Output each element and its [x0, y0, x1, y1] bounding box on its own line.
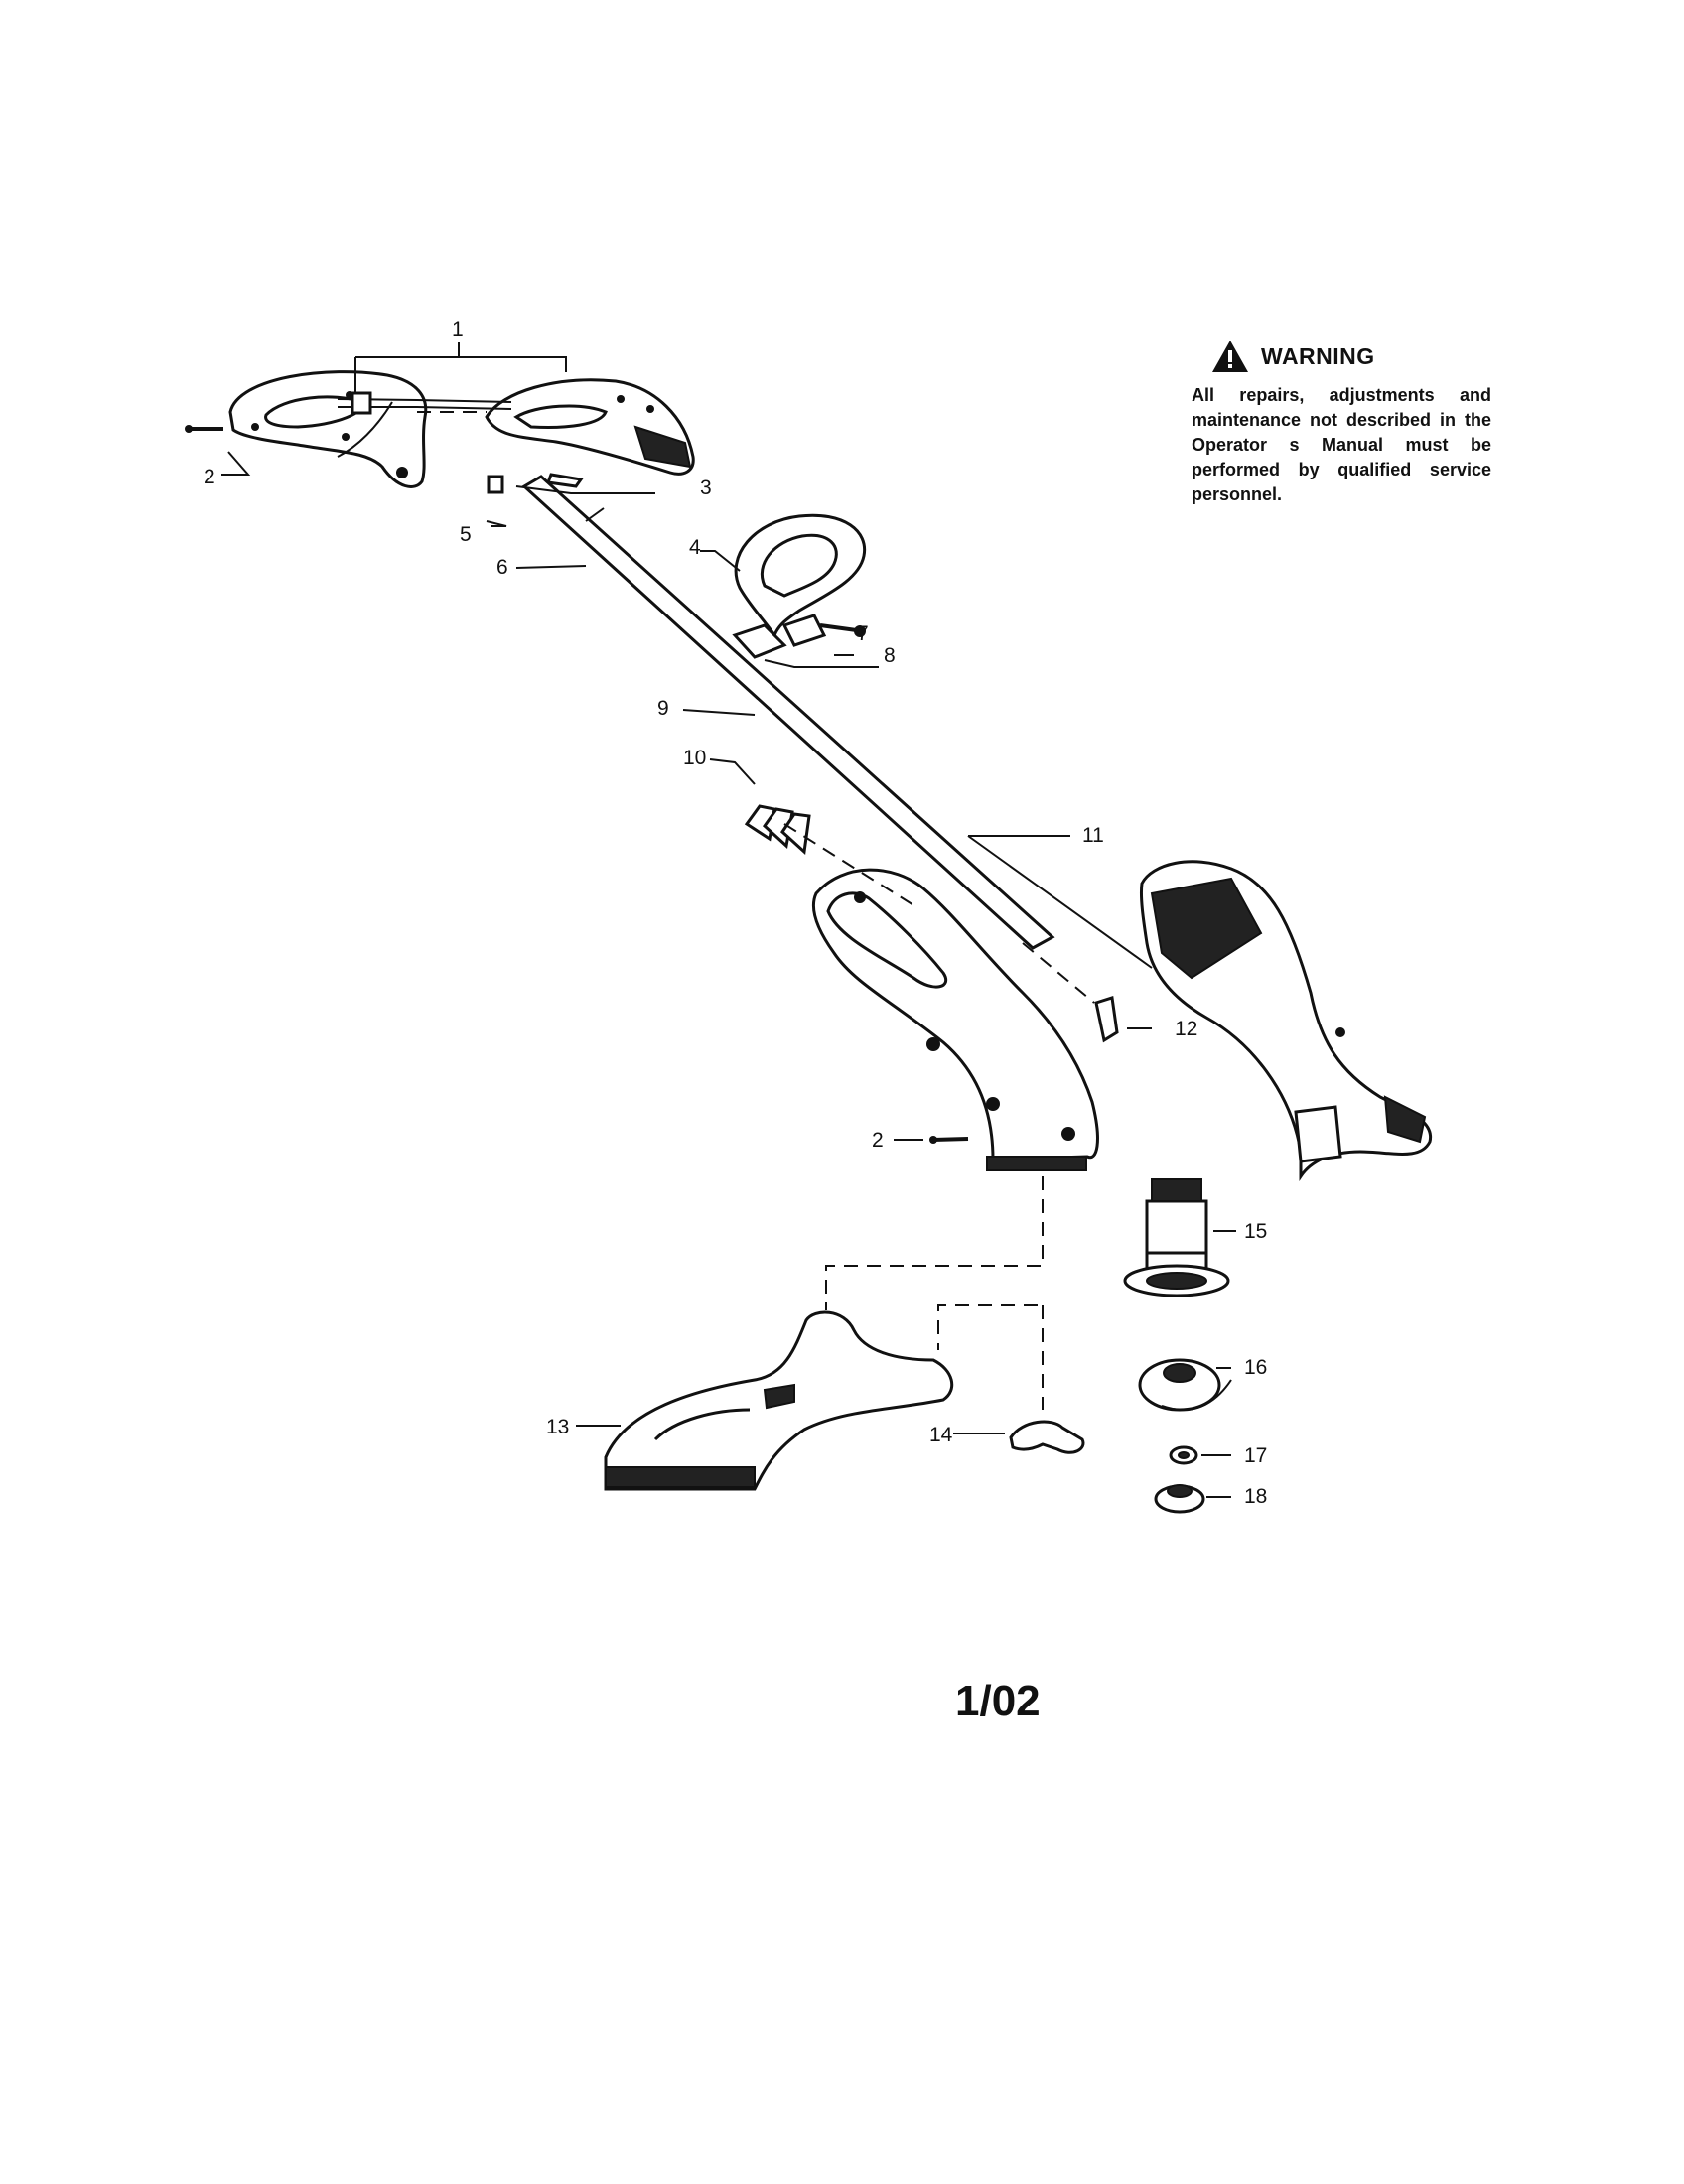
warning-body: All repairs, adjustments and maintenance… — [1192, 385, 1491, 504]
callout-c6: 6 — [496, 556, 508, 579]
callout-c8: 8 — [884, 644, 896, 667]
callout-c11: 11 — [1082, 824, 1104, 847]
callout-c12: 12 — [1175, 1018, 1197, 1040]
callout-c17: 17 — [1244, 1444, 1267, 1467]
callout-c7: 7 — [857, 622, 869, 645]
clip-set-part-10 — [744, 804, 811, 856]
callout-c2a: 2 — [204, 466, 215, 488]
callout-c1: 1 — [452, 318, 464, 341]
warning-title: WARNING — [1261, 342, 1375, 369]
switch-part-12 — [1022, 942, 1119, 1043]
callout-c9: 9 — [657, 697, 669, 720]
screw-part-2-top — [185, 425, 223, 433]
motor-housing-part-11 — [1140, 860, 1433, 1181]
leader-lines — [221, 451, 1236, 1498]
motor-part-15 — [1123, 1178, 1230, 1297]
handle-housing-right — [485, 378, 695, 476]
callout-c13: 13 — [546, 1416, 569, 1438]
page-footer-code: 1/02 — [955, 1677, 1041, 1725]
callout-c15: 15 — [1244, 1220, 1267, 1243]
motor-housing-left — [811, 868, 1099, 1171]
screw-part-2-lower — [929, 1136, 969, 1144]
cord-clip-part-3 — [487, 473, 584, 494]
callout-c5: 5 — [460, 523, 472, 546]
auxiliary-handle-part-4 — [732, 513, 867, 659]
warning-triangle-icon — [1212, 341, 1248, 372]
clip-part-14 — [1009, 1420, 1085, 1454]
guard-part-13 — [604, 1310, 954, 1491]
callout-c3: 3 — [700, 477, 712, 499]
power-cord-part-5 — [337, 391, 512, 458]
callout-c18: 18 — [1244, 1485, 1267, 1508]
callout-c16: 16 — [1244, 1356, 1267, 1379]
callout-c10: 10 — [683, 747, 706, 769]
shaft-part-9 — [521, 475, 1055, 950]
handle-housing-left — [228, 370, 428, 488]
warning-notice: WARNING All repairs, adjustments and mai… — [1192, 340, 1491, 507]
spool-cap-part-18 — [1154, 1484, 1205, 1514]
spool-part-16 — [1138, 1358, 1232, 1412]
callout-c4: 4 — [689, 536, 701, 559]
washer-part-17 — [1169, 1445, 1198, 1465]
warning-header: WARNING — [1211, 340, 1491, 373]
callout-c14: 14 — [929, 1424, 953, 1446]
callout-c2b: 2 — [872, 1129, 884, 1152]
